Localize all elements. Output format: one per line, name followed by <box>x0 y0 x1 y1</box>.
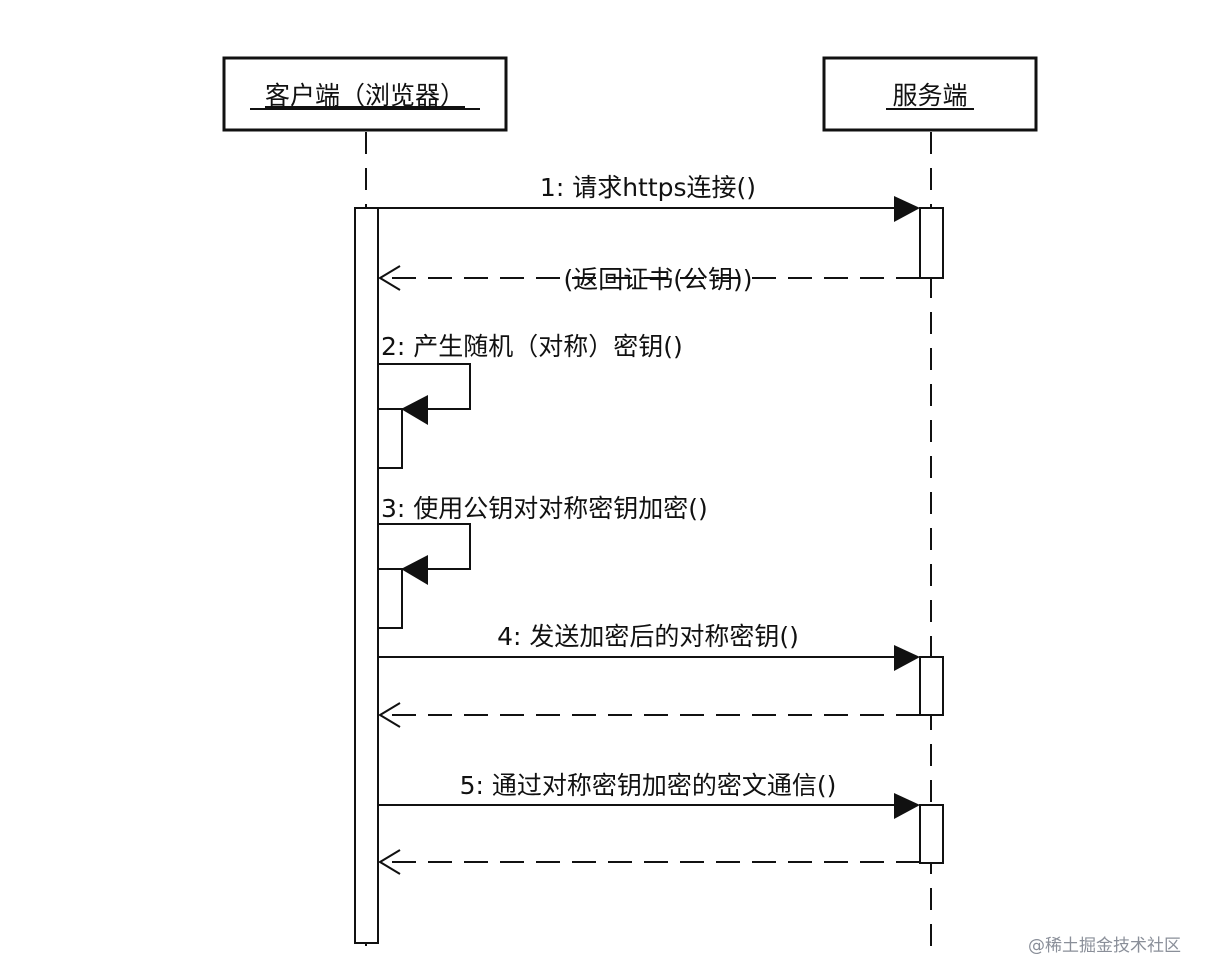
message-1-arrowhead <box>894 196 920 222</box>
return-1-label: (返回证书(公钥)) <box>563 265 752 294</box>
message-2-arrowhead <box>401 395 428 425</box>
actor-client: 客户端（浏览器） <box>222 56 508 132</box>
actor-server: 服务端 <box>822 56 1038 132</box>
message-4: 4: 发送加密后的对称密钥() <box>378 622 920 671</box>
return-1-arrowhead <box>378 265 401 291</box>
message-5-arrowhead <box>894 793 920 819</box>
actor-server-label: 服务端 <box>892 81 967 110</box>
message-3-self-line <box>378 523 471 570</box>
actor-client-label: 客户端（浏览器） <box>265 81 465 110</box>
return-5-arrowhead <box>378 849 401 875</box>
message-3-label: 3: 使用公钥对对称密钥加密() <box>381 494 708 523</box>
message-4-label: 4: 发送加密后的对称密钥() <box>497 622 799 651</box>
server-activation-5 <box>919 804 944 864</box>
watermark: @稀土掘金技术社区 <box>1028 936 1181 956</box>
message-5-label: 5: 通过对称密钥加密的密文通信() <box>460 771 837 800</box>
return-4-arrowhead <box>378 702 401 728</box>
client-nested-activation-3 <box>377 568 403 629</box>
client-activation-bar <box>354 207 379 944</box>
server-activation-4 <box>919 656 944 716</box>
message-3-arrowhead <box>401 555 428 585</box>
message-1-label: 1: 请求https连接() <box>540 173 756 202</box>
return-4 <box>378 702 920 728</box>
server-activation-1 <box>919 207 944 279</box>
actor-server-box <box>822 56 1038 132</box>
message-3: 3: 使用公钥对对称密钥加密() <box>377 494 708 629</box>
message-4-arrowhead <box>894 645 920 671</box>
return-5 <box>378 849 920 875</box>
message-2-self-line <box>378 363 471 410</box>
message-5: 5: 通过对称密钥加密的密文通信() <box>378 771 920 819</box>
actor-client-box <box>222 56 508 132</box>
message-2: 2: 产生随机（对称）密钥() <box>377 332 683 469</box>
message-2-label: 2: 产生随机（对称）密钥() <box>381 332 683 361</box>
return-1: (返回证书(公钥)) <box>378 265 920 294</box>
client-nested-activation-2 <box>377 408 403 469</box>
message-1: 1: 请求https连接() <box>378 173 920 222</box>
